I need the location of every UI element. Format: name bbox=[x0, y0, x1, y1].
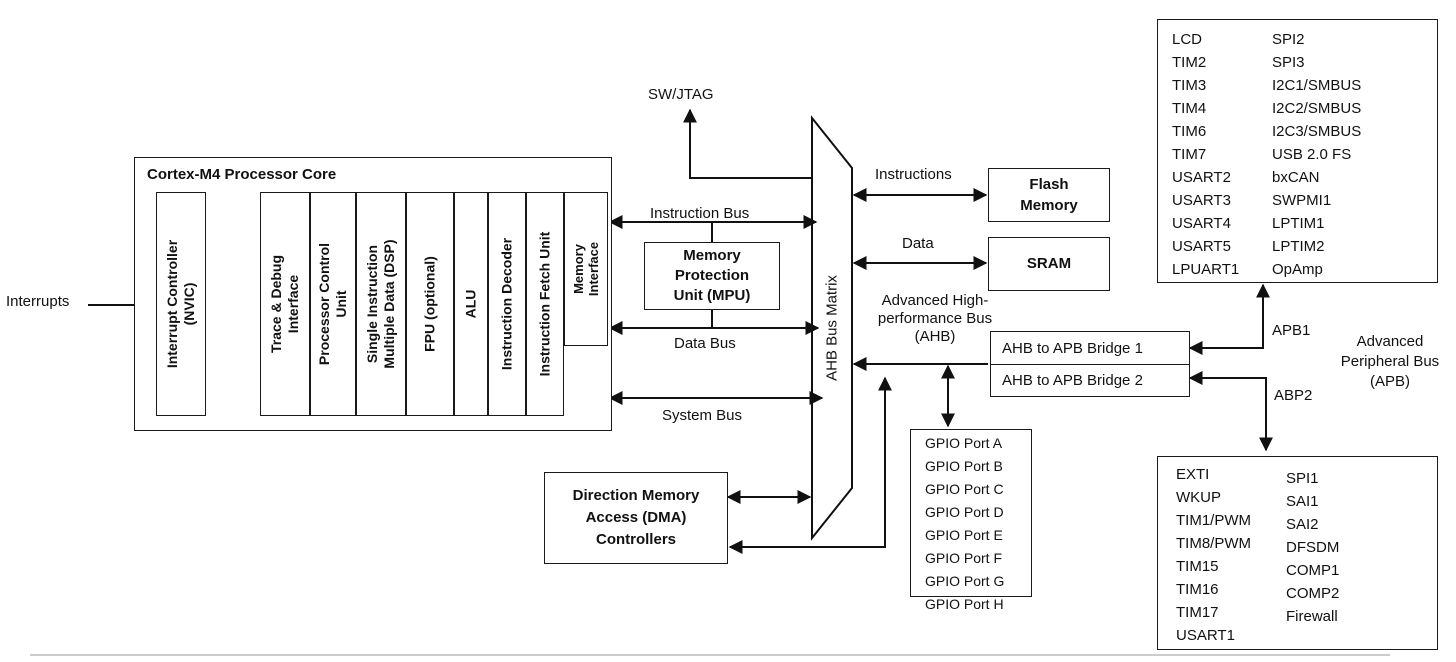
flash-memory-block: Flash Memory bbox=[988, 168, 1110, 222]
dma-block: Direction Memory Access (DMA) Controller… bbox=[544, 472, 728, 564]
system-bus-label: System Bus bbox=[662, 407, 743, 424]
apb2-peripheral-item: SAI2 bbox=[1286, 516, 1319, 533]
gpio-port-item: GPIO Port D bbox=[925, 504, 1004, 520]
apb2-peripheral-item: TIM1/PWM bbox=[1176, 512, 1251, 529]
apb1-peripheral-item: LPUART1 bbox=[1172, 261, 1240, 278]
dma-ahb-arrow bbox=[728, 376, 892, 554]
ahb-bus-matrix-label: AHB Bus Matrix bbox=[823, 275, 841, 381]
core-column-simd-dsp: Single Instruction Multiple Data (DSP) bbox=[356, 192, 406, 416]
apb1-peripheral-item: LCD bbox=[1172, 31, 1203, 48]
apb2-peripheral-item: COMP2 bbox=[1286, 585, 1340, 602]
instructions-label: Instructions bbox=[875, 166, 952, 183]
apb1-peripheral-item: TIM2 bbox=[1172, 54, 1207, 71]
instruction-bus-label: Instruction Bus bbox=[650, 205, 750, 222]
interrupts-label: Interrupts bbox=[6, 293, 70, 310]
apb-label: Advanced Peripheral Bus (APB) bbox=[1340, 333, 1440, 390]
gpio-port-item: GPIO Port B bbox=[925, 458, 1003, 474]
apb1-peripheral-item: USB 2.0 FS bbox=[1272, 146, 1352, 163]
apb1-peripheral-item: USART4 bbox=[1172, 215, 1231, 232]
apb1-peripheral-item: TIM6 bbox=[1172, 123, 1207, 140]
bridge-2: AHB to APB Bridge 2 bbox=[1002, 372, 1143, 389]
apb1-peripheral-item: I2C3/SMBUS bbox=[1272, 123, 1362, 140]
data-bus-label: Data Bus bbox=[674, 335, 736, 352]
apb1-peripheral-item: LPTIM1 bbox=[1272, 215, 1325, 232]
sram-block: SRAM bbox=[988, 237, 1110, 291]
apb1-peripheral-item: SPI2 bbox=[1272, 31, 1305, 48]
apb2-peripheral-item: TIM16 bbox=[1176, 581, 1219, 598]
swjtag-label: SW/JTAG bbox=[648, 86, 714, 103]
apb2-peripheral-item: WKUP bbox=[1176, 489, 1221, 506]
apb1-peripheral-item: USART3 bbox=[1172, 192, 1231, 209]
gpio-port-item: GPIO Port E bbox=[925, 527, 1003, 543]
swjtag-arrow bbox=[683, 108, 812, 179]
ahb-label: Advanced High- performance Bus (AHB) bbox=[877, 292, 993, 345]
nvic-block: Interrupt Controller (NVIC) bbox=[156, 192, 206, 416]
apb1-label: APB1 bbox=[1272, 322, 1311, 339]
gpio-ports-box: GPIO Port A GPIO Port B GPIO Port C GPIO Po… bbox=[910, 429, 1032, 612]
apb2-peripheral-item: TIM8/PWM bbox=[1176, 535, 1251, 552]
apb1-peripheral-item: TIM4 bbox=[1172, 100, 1207, 117]
gpio-port-item: GPIO Port F bbox=[925, 550, 1003, 566]
gpio-port-item: GPIO Port G bbox=[925, 573, 1005, 589]
apb1-peripheral-item: USART2 bbox=[1172, 169, 1231, 186]
apb1-peripheral-item: I2C2/SMBUS bbox=[1272, 100, 1362, 117]
apb1-peripheral-item: I2C1/SMBUS bbox=[1272, 77, 1362, 94]
apb2-peripheral-item: TIM15 bbox=[1176, 558, 1219, 575]
apb2-peripheral-item: USART1 bbox=[1176, 627, 1235, 644]
apb2-peripheral-item: SPI1 bbox=[1286, 470, 1319, 487]
apb1-peripheral-item: TIM7 bbox=[1172, 146, 1207, 163]
apb2-peripheral-item: DFSDM bbox=[1286, 539, 1340, 556]
bridge-1: AHB to APB Bridge 1 bbox=[1002, 340, 1143, 357]
apb2-peripheral-item: COMP1 bbox=[1286, 562, 1340, 579]
apb1-peripheral-item: bxCAN bbox=[1272, 169, 1320, 186]
memory-interface-block: Memory Interface bbox=[564, 192, 608, 346]
apb1-peripheral-item: OpAmp bbox=[1272, 261, 1323, 278]
apb1-peripheral-item: SWPMI1 bbox=[1272, 192, 1332, 209]
core-column-processor-control: Processor Control Unit bbox=[310, 192, 356, 416]
gpio-port-item: GPIO Port A bbox=[925, 435, 1003, 451]
nvic-label: Interrupt Controller (NVIC) bbox=[164, 239, 197, 369]
core-column-instruction-fetch: Instruction Fetch Unit bbox=[526, 192, 564, 416]
apb2-peripheral-item: EXTI bbox=[1176, 466, 1210, 483]
gpio-ports-list: GPIO Port A GPIO Port B GPIO Port C GPIO Po… bbox=[925, 433, 1004, 617]
data-label: Data bbox=[902, 235, 934, 252]
core-column-alu: ALU bbox=[454, 192, 488, 416]
bridge-divider bbox=[990, 364, 1190, 365]
core-title: Cortex-M4 Processor Core bbox=[147, 166, 337, 183]
apb2-peripheral-item: Firewall bbox=[1286, 608, 1338, 625]
apb1-peripheral-item: LPTIM2 bbox=[1272, 238, 1325, 255]
gpio-port-item: GPIO Port C bbox=[925, 481, 1004, 497]
apb1-peripheral-item: USART5 bbox=[1172, 238, 1231, 255]
apb2-arrow bbox=[1188, 371, 1273, 452]
apb1-peripheral-item: TIM3 bbox=[1172, 77, 1207, 94]
abp2-label: ABP2 bbox=[1274, 387, 1313, 404]
apb1-peripheral-item: SPI3 bbox=[1272, 54, 1305, 71]
core-column-fpu: FPU (optional) bbox=[406, 192, 454, 416]
mpu-block: Memory Protection Unit (MPU) bbox=[644, 242, 780, 310]
gpio-port-item: GPIO Port H bbox=[925, 596, 1004, 612]
core-column-instruction-decoder: Instruction Decoder bbox=[488, 192, 526, 416]
apb1-arrow bbox=[1188, 283, 1270, 355]
core-column-trace-debug: Trace & Debug Interface bbox=[260, 192, 310, 416]
apb2-peripheral-item: TIM17 bbox=[1176, 604, 1219, 621]
apb2-peripheral-item: SAI1 bbox=[1286, 493, 1319, 510]
